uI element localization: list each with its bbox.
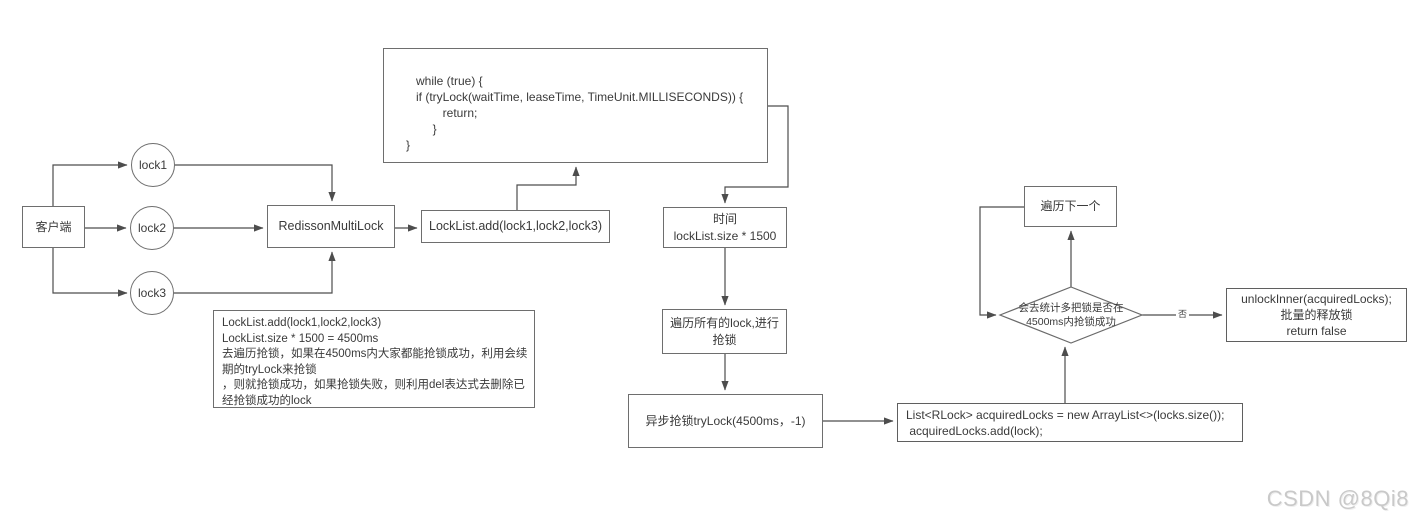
decision-diamond-shape [998,286,1144,344]
node-lock3: lock3 [130,271,174,315]
node-unlock-inner: unlockInner(acquiredLocks); 批量的释放锁 retur… [1226,288,1407,342]
node-acquiredlocks-code: List<RLock> acquiredLocks = new ArrayLis… [897,403,1243,442]
node-time: 时间 lockList.size * 1500 [663,207,787,248]
node-locklist-add: LockList.add(lock1,lock2,lock3) [421,210,610,243]
node-redisson-multilock: RedissonMultiLock [267,205,395,248]
node-trylock-code: while (true) { if (tryLock(waitTime, lea… [383,48,768,163]
node-lock2: lock2 [130,206,174,250]
edge-lock3-multilock [174,251,336,294]
edge-client-lock1 [52,161,128,206]
edge-client-lock3 [52,248,128,297]
csdn-watermark: CSDN @8Qi8 [1266,486,1409,511]
edge-locklist-code [516,166,580,210]
edge-next-decision-loop [979,206,1024,319]
node-lock1: lock1 [131,143,175,187]
node-decision-label: 会去统计多把锁是否在 4500ms内抢锁成功 [1018,301,1124,328]
node-note: LockList.add(lock1,lock2,lock3) LockList… [213,310,535,408]
edge-code-time [721,105,789,204]
edge-lock1-multilock [175,164,336,202]
node-async-trylock: 异步抢锁tryLock(4500ms，-1) [628,394,823,448]
node-iterate-locks: 遍历所有的lock,进行 抢锁 [662,309,787,354]
node-iterate-next: 遍历下一个 [1024,186,1117,227]
node-client: 客户端 [22,206,85,248]
edge-label-no: 否 [1176,308,1190,320]
